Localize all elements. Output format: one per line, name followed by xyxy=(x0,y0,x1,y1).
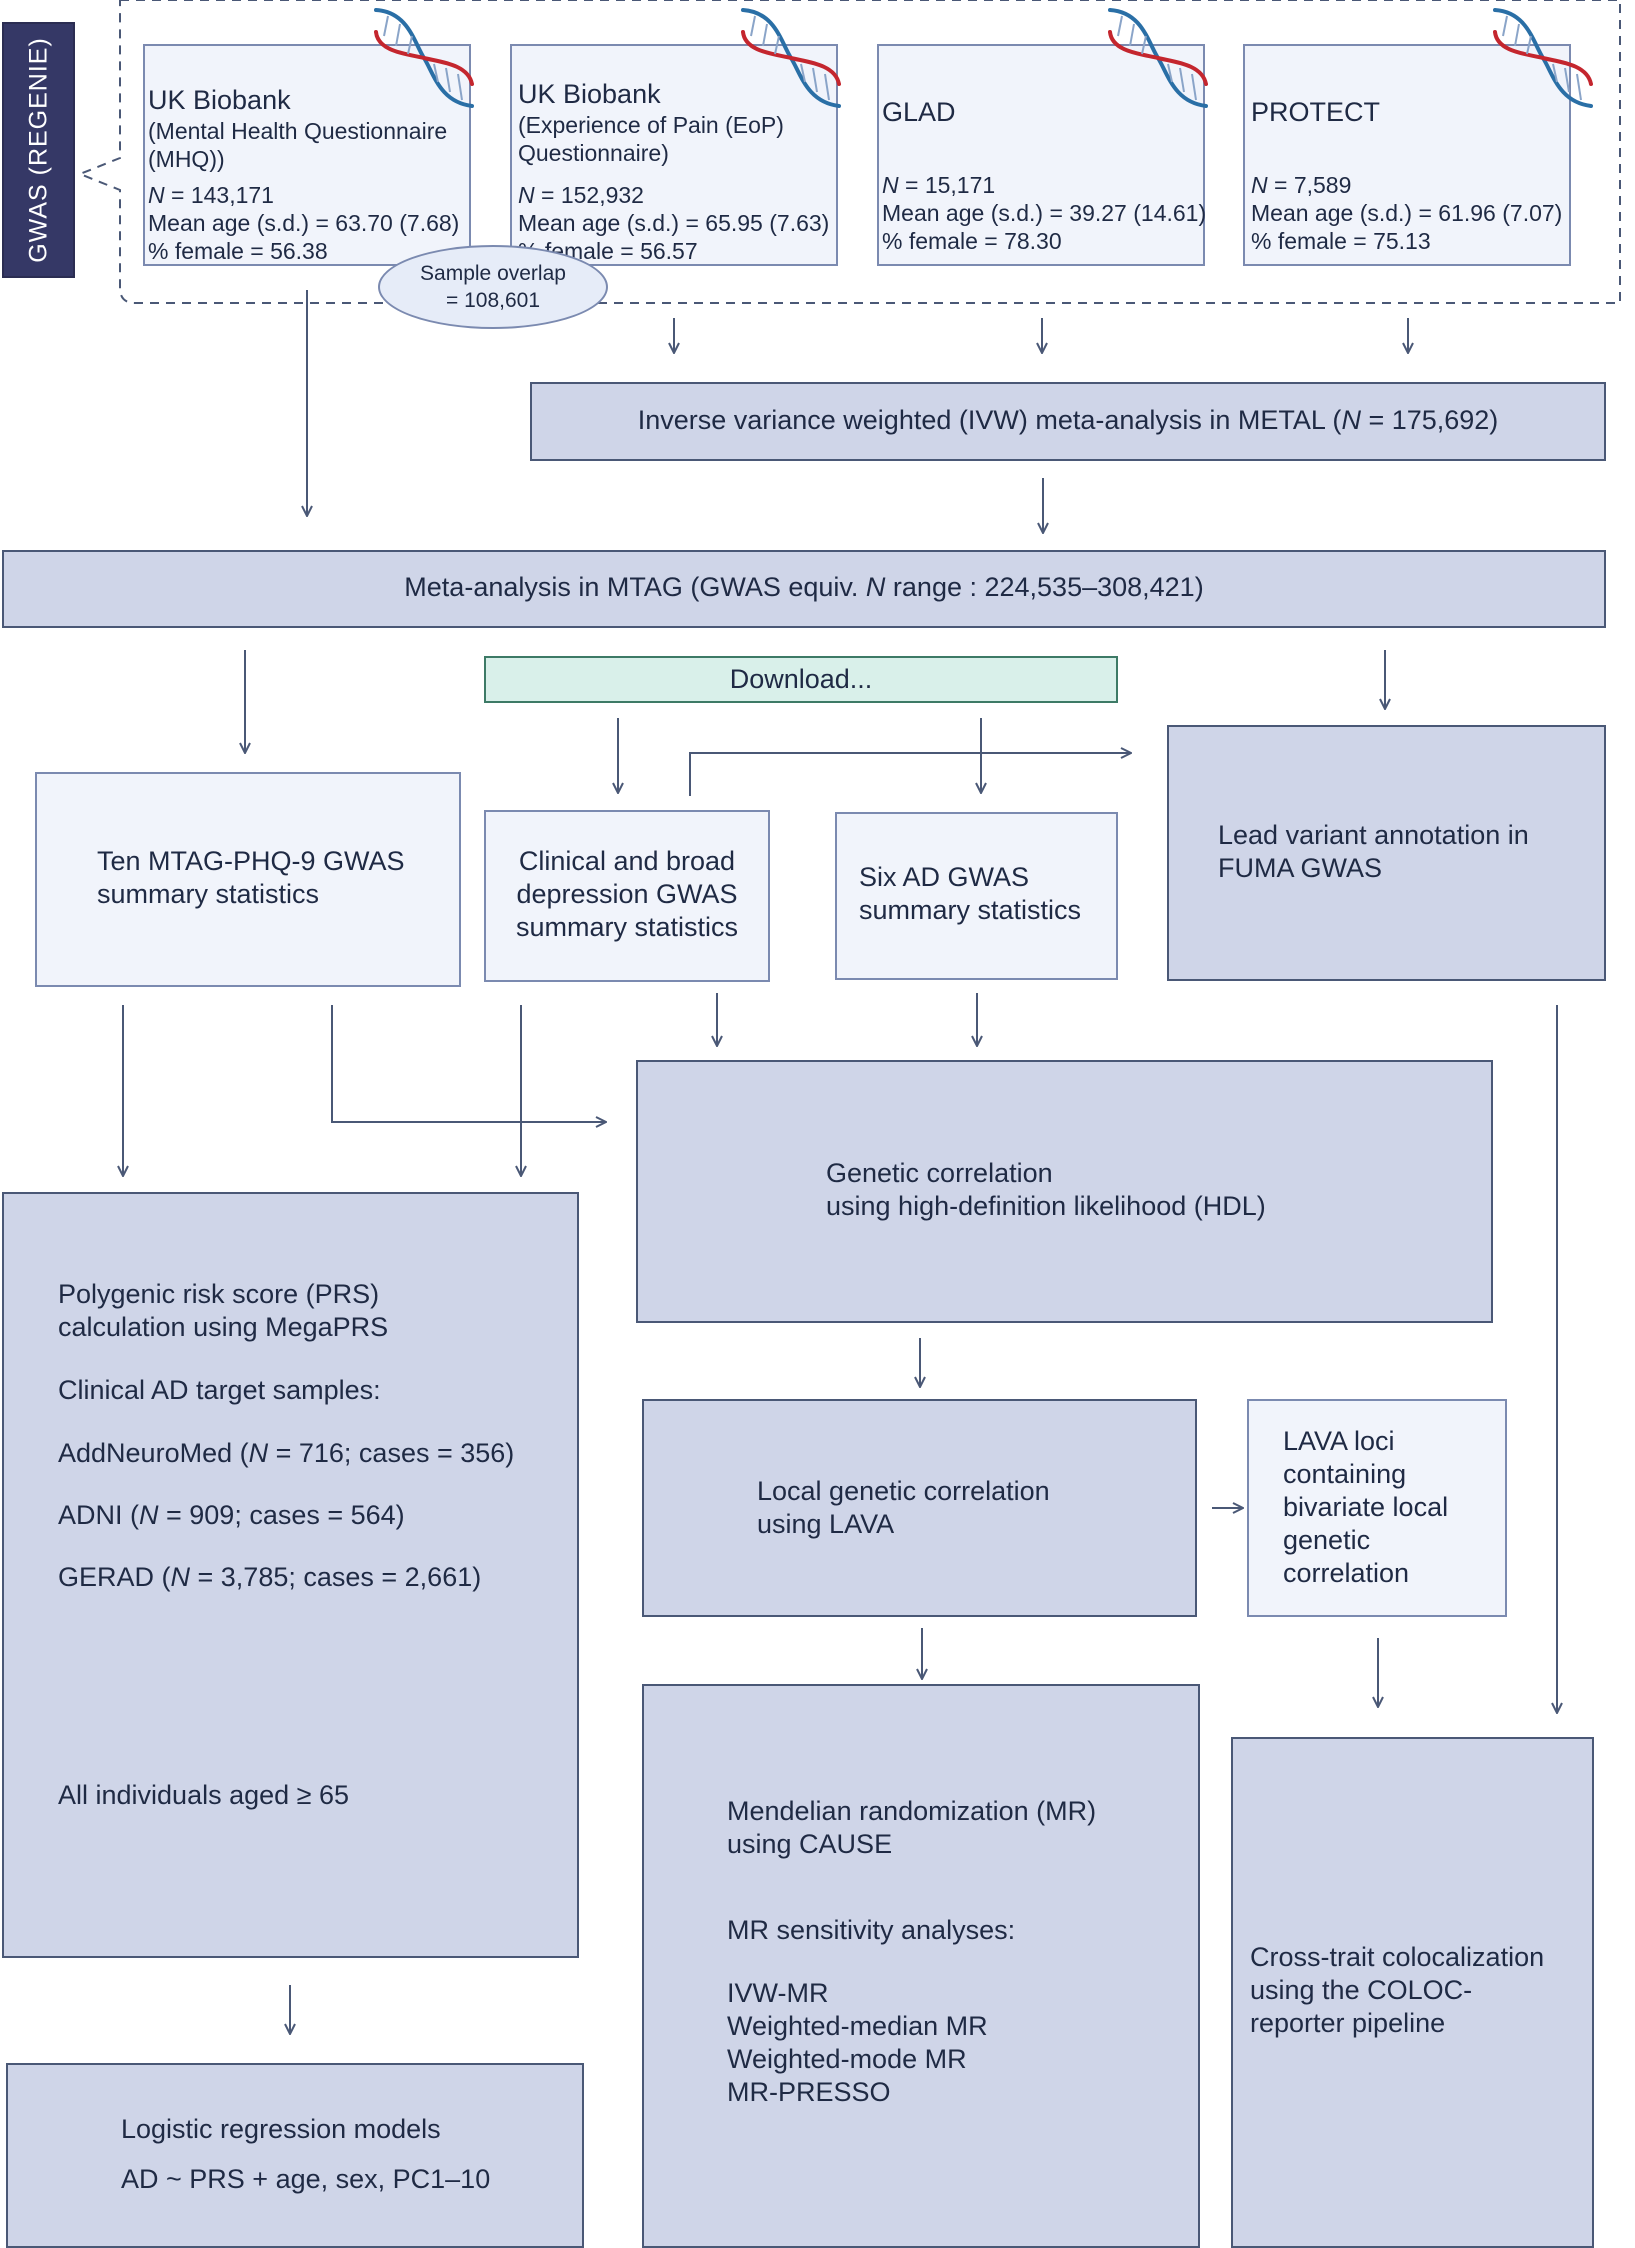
prs-targets-heading: Clinical AD target samples: xyxy=(58,1375,381,1405)
cohort-box-uk-biobank-eop xyxy=(510,44,838,266)
cohort2-name: UK Biobank xyxy=(518,79,661,109)
ivw-meta-analysis-text: Inverse variance weighted (IVW) meta-ana… xyxy=(637,405,1499,435)
cohort4-text: PROTECT N = 7,589 Mean age (s.d.) = 61.9… xyxy=(1251,96,1562,255)
logistic-regression-text: Logistic regression models AD ~ PRS + ag… xyxy=(121,2114,491,2194)
cohort1-text: UK Biobank (Mental Health Questionnaire … xyxy=(148,84,459,265)
dna-helix-icon xyxy=(741,8,841,108)
cohort2-text: UK Biobank (Experience of Pain (EoP) Que… xyxy=(518,78,829,265)
gwas-regenie-label: GWAS (REGENIE) xyxy=(2,22,75,278)
fuma-annotation-text: Lead variant annotation in FUMA GWAS xyxy=(1218,820,1529,883)
hdl-genetic-correlation-box xyxy=(636,1060,1493,1323)
cohort2-n: N = 152,932 xyxy=(518,182,644,208)
six-ad-gwas-box xyxy=(835,812,1118,980)
fuma-annotation-box xyxy=(1167,725,1606,981)
mtag-meta-analysis-box xyxy=(2,550,1606,628)
mr-title-1: Mendelian randomization (MR) xyxy=(727,1796,1097,1826)
cohort-box-protect xyxy=(1243,44,1571,266)
lava-local-correlation-box xyxy=(642,1399,1197,1617)
six-ad-gwas-text: Six AD GWAS summary statistics xyxy=(859,862,1082,925)
cohort-box-glad xyxy=(877,44,1205,266)
cohort4-n: N = 7,589 xyxy=(1251,172,1352,198)
ten-mtag-phq9-text: Ten MTAG-PHQ-9 GWAS summary statistics xyxy=(97,846,405,909)
cohort2-age: Mean age (s.d.) = 65.95 (7.63) xyxy=(518,210,830,236)
cohort1-n: N = 143,171 xyxy=(148,182,274,208)
cohort4-female: % female = 75.13 xyxy=(1251,228,1431,254)
download-text: Download... xyxy=(729,664,873,694)
ivw-meta-analysis-box xyxy=(530,382,1606,461)
cohort3-name: GLAD xyxy=(882,97,956,127)
dna-helix-icon xyxy=(374,8,474,108)
mr-sensitivity-heading: MR sensitivity analyses: xyxy=(727,1915,1016,1945)
prs-title-1: Polygenic risk score (PRS) xyxy=(58,1279,380,1309)
ten-mtag-phq9-box xyxy=(35,772,461,987)
lava-local-correlation-text: Local genetic correlation using LAVA xyxy=(757,1476,1050,1539)
cohort3-text: GLAD N = 15,171 Mean age (s.d.) = 39.27 … xyxy=(882,96,1206,255)
cohort2-subtitle-2: Questionnaire) xyxy=(518,140,669,166)
cohort4-name: PROTECT xyxy=(1251,97,1381,127)
cohort1-female: % female = 56.38 xyxy=(148,238,328,264)
coloc-colocalization-text: Cross-trait colocalization using the COL… xyxy=(1250,1942,1545,2038)
prs-title-2: calculation using MegaPRS xyxy=(58,1312,389,1342)
cohort3-age: Mean age (s.d.) = 39.27 (14.61) xyxy=(882,200,1207,226)
gwas-regenie-text: GWAS (REGENIE) xyxy=(24,37,52,263)
cohort4-age: Mean age (s.d.) = 61.96 (7.07) xyxy=(1251,200,1563,226)
cohort1-subtitle-1: (Mental Health Questionnaire xyxy=(148,118,448,144)
cohort2-subtitle-1: (Experience of Pain (EoP) xyxy=(518,112,784,138)
dna-helix-icon xyxy=(1108,8,1208,108)
prs-aged-note: All individuals aged ≥ 65 xyxy=(58,1780,350,1810)
prs-sample-addneuromed: AddNeuroMed (N = 716; cases = 356) xyxy=(58,1438,515,1468)
sample-overlap-line-2: = 108,601 xyxy=(445,289,540,312)
arrow-ten-to-hdl xyxy=(331,1005,605,1122)
coloc-colocalization-box xyxy=(1231,1737,1594,2248)
sample-overlap-line-1: Sample overlap xyxy=(420,262,566,285)
cohort1-subtitle-2: (MHQ)) xyxy=(148,146,225,172)
cohort-box-uk-biobank-mhq xyxy=(143,44,471,266)
arrow-clinical-to-fuma xyxy=(689,753,1130,796)
sample-overlap-ellipse: Sample overlap = 108,601 xyxy=(378,245,608,329)
clinical-broad-depression-box xyxy=(484,810,770,982)
gwas-dashed-region xyxy=(77,0,1621,304)
logistic-regression-box xyxy=(6,2063,584,2248)
clinical-broad-depression-text: Clinical and broad depression GWAS summa… xyxy=(515,846,739,942)
prs-calculation-box xyxy=(2,1192,579,1958)
mr-title-2: using CAUSE xyxy=(727,1829,893,1859)
cohort3-n: N = 15,171 xyxy=(882,172,996,198)
lava-loci-text: LAVA loci containing bivariate local gen… xyxy=(1283,1426,1449,1588)
mtag-meta-analysis-text: Meta-analysis in MTAG (GWAS equiv. N ran… xyxy=(404,572,1204,602)
cohort1-age: Mean age (s.d.) = 63.70 (7.68) xyxy=(148,210,460,236)
prs-sample-adni: ADNI (N = 909; cases = 564) xyxy=(58,1500,405,1530)
mr-method-weighted-mode: Weighted-mode MR xyxy=(727,2044,967,2074)
cohort3-female: % female = 78.30 xyxy=(882,228,1062,254)
mr-method-weighted-median: Weighted-median MR xyxy=(727,2011,988,2041)
download-box xyxy=(484,656,1118,703)
prs-sample-gerad: GERAD (N = 3,785; cases = 2,661) xyxy=(58,1562,482,1592)
mr-method-ivw: IVW-MR xyxy=(727,1978,829,2008)
prs-calculation-text: Polygenic risk score (PRS) calculation u… xyxy=(58,1278,514,1812)
mendelian-randomization-text: Mendelian randomization (MR) using CAUSE… xyxy=(727,1795,1096,2109)
hdl-genetic-correlation-text: Genetic correlation using high-definitio… xyxy=(826,1158,1266,1221)
mr-method-mr-presso: MR-PRESSO xyxy=(727,2077,891,2107)
mendelian-randomization-box xyxy=(642,1684,1200,2248)
cohort1-name: UK Biobank xyxy=(148,85,291,115)
lava-loci-box xyxy=(1247,1399,1507,1617)
dna-helix-icon xyxy=(1493,8,1593,108)
